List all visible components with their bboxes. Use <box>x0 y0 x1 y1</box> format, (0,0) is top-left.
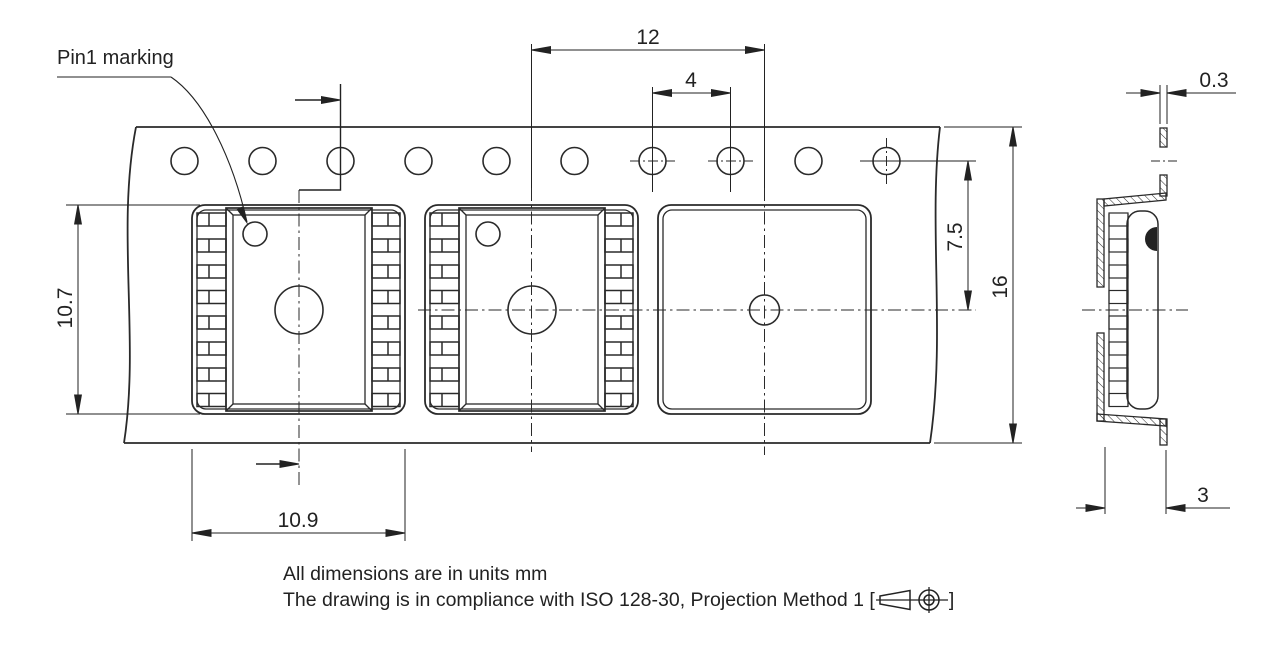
dimension-sprocket-pitch: 4 <box>652 69 731 192</box>
compliance-note-bracket: ] <box>948 589 955 611</box>
section-view-arrow-top <box>321 96 341 104</box>
drawing-notes: All dimensions are in units mm The drawi… <box>283 561 954 613</box>
section-cut-line <box>256 84 342 468</box>
pin1-leader-line <box>170 76 248 223</box>
dimension-value-hole-to-center: 7.5 <box>944 222 967 251</box>
dimension-tape-width: 16 <box>934 126 1022 444</box>
sprocket-hole <box>560 146 589 176</box>
dimension-value-tape-thickness: 0.3 <box>1199 69 1228 92</box>
section-view-arrow-bottom <box>279 460 300 468</box>
dimension-value-pocket-width: 10.9 <box>278 509 319 532</box>
sprocket-holes <box>170 146 901 176</box>
pocket-wall-section-upper <box>1096 198 1105 288</box>
dimension-value-tape-width: 16 <box>989 275 1012 298</box>
dimension-pocket-width: 10.9 <box>191 449 406 541</box>
dimension-hole-to-center: 7.5 <box>860 160 976 311</box>
dimension-pocket-depth: 3 <box>1076 447 1230 514</box>
pocket-wall-section-lower <box>1096 332 1105 422</box>
pin1-label: Pin1 marking <box>57 47 174 69</box>
sprocket-hole <box>482 146 511 176</box>
pocket-top-lip-section <box>1103 192 1167 207</box>
sprocket-hole <box>170 146 199 176</box>
sprocket-hole <box>248 146 277 176</box>
tape-outline <box>123 126 941 444</box>
dimension-value-pocket-pitch: 12 <box>636 26 659 49</box>
sprocket-hole <box>794 146 823 176</box>
dimension-value-pocket-length: 10.7 <box>54 288 77 329</box>
dimension-pocket-length: 10.7 <box>54 204 200 415</box>
tape-edge-section-upper <box>1159 127 1168 148</box>
tape-break-line-left <box>123 126 137 444</box>
dimension-value-pocket-depth: 3 <box>1197 484 1209 507</box>
component-side-mark <box>1145 227 1157 251</box>
compliance-note-text: The drawing is in compliance with ISO 12… <box>283 589 875 611</box>
first-angle-projection-icon <box>875 587 948 613</box>
units-note: All dimensions are in units mm <box>283 563 548 585</box>
sprocket-hole <box>404 146 433 176</box>
tape-break-line-right <box>929 126 941 444</box>
tape-edge-section-bottom <box>1159 418 1168 446</box>
pin1-callout: Pin1 marking <box>57 47 252 227</box>
pocket-bottom-lip-section <box>1096 413 1167 427</box>
compliance-note: The drawing is in compliance with ISO 12… <box>283 587 954 613</box>
dimension-pocket-pitch: 12 <box>531 26 765 188</box>
side-section-view: 0.3 3 <box>1076 69 1236 514</box>
dimension-tape-thickness: 0.3 <box>1126 69 1236 124</box>
dimension-value-sprocket-pitch: 4 <box>685 69 697 92</box>
